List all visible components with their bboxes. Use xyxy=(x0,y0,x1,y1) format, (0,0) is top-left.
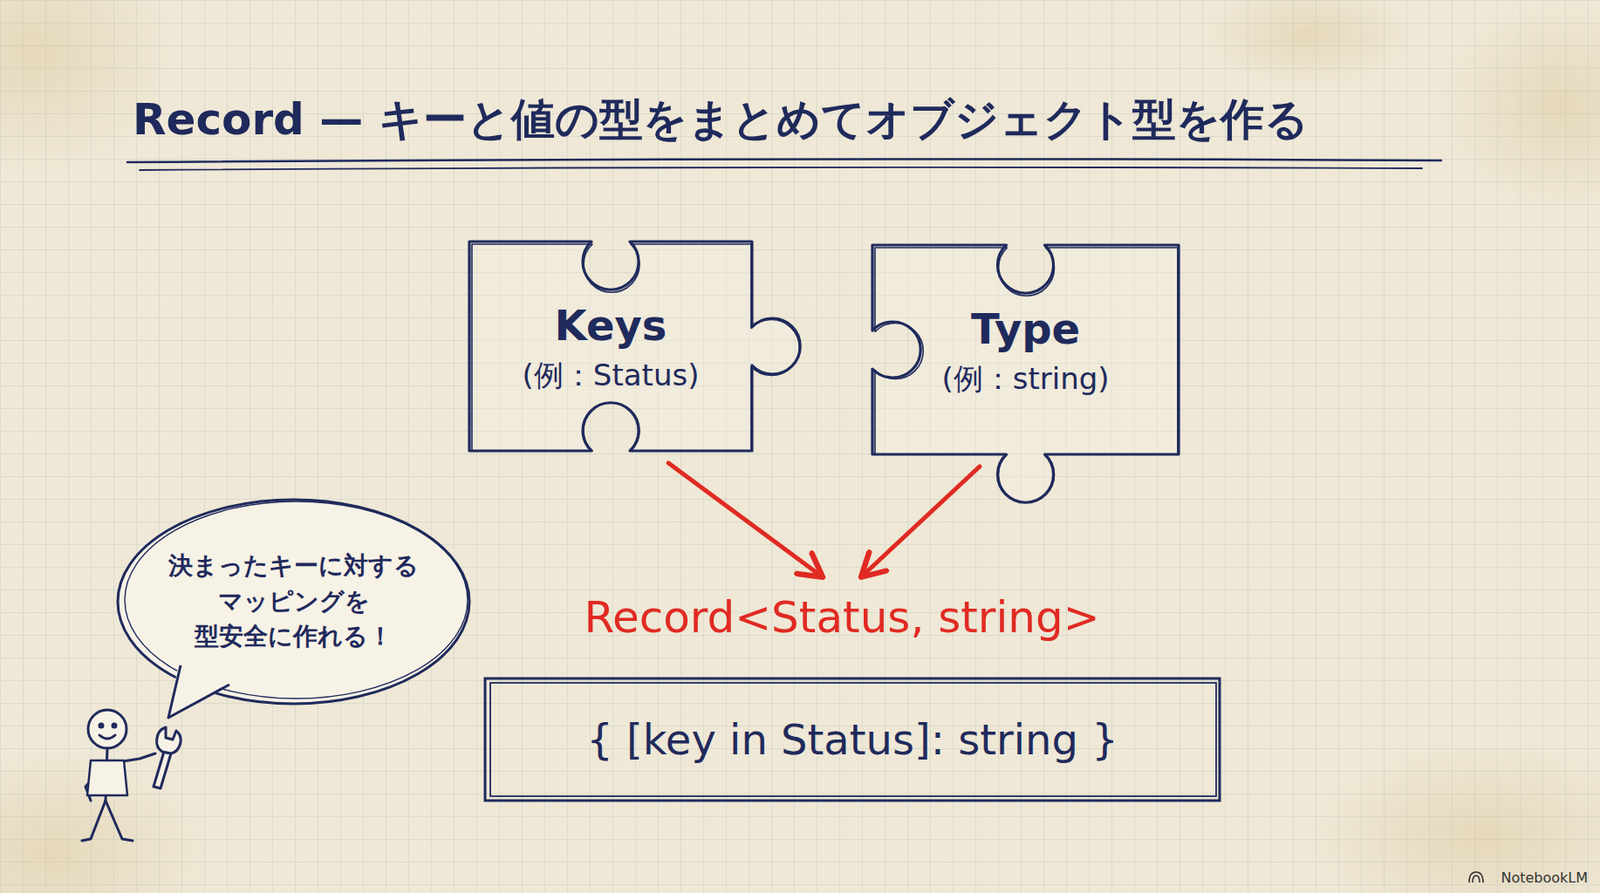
box-outline xyxy=(485,678,1220,801)
speech-bubble: 決まったキーに対する マッピングを 型安全に作れる！ xyxy=(117,499,470,705)
title-underline xyxy=(127,158,1442,171)
wrench-icon xyxy=(153,727,181,789)
puzzle-outline-sketch xyxy=(875,247,1178,503)
bubble-outline xyxy=(117,499,470,705)
keys-puzzle-piece: Keys (例：Status) xyxy=(469,241,753,452)
title: Record — キーと値の型をまとめてオブジェクト型を作る xyxy=(132,90,1309,150)
flow-arrow xyxy=(861,466,980,578)
bubble-tail-fill xyxy=(168,662,232,718)
node-heading: Type xyxy=(970,302,1081,356)
flow-arrow xyxy=(668,463,823,578)
node-heading: Record<Status, string> xyxy=(583,590,1100,646)
node-heading: Keys xyxy=(554,299,668,352)
node-subtext: (例：Status) xyxy=(522,356,700,395)
puzzle-outline xyxy=(469,241,800,452)
expanded-type-box: { [key in Status]: string } xyxy=(485,678,1220,801)
puzzle-outline-sketch xyxy=(471,244,800,452)
node-heading: { [key in Status]: string } xyxy=(586,713,1119,766)
node-heading: 決まったキーに対する マッピングを 型安全に作れる！ xyxy=(154,548,434,656)
notebooklm-icon xyxy=(1469,872,1484,883)
stick-figure xyxy=(82,710,156,842)
box-outline-sketch xyxy=(490,683,1217,797)
type-puzzle-piece: Type (例：string) xyxy=(872,245,1179,455)
bubble-outline-sketch xyxy=(124,501,468,699)
bubble-tail xyxy=(168,665,230,718)
result-type-text: Record<Status, string> xyxy=(576,584,1107,652)
puzzle-outline xyxy=(872,245,1179,503)
watermark: NotebookLM xyxy=(1500,869,1588,887)
node-subtext: (例：string) xyxy=(941,360,1109,398)
